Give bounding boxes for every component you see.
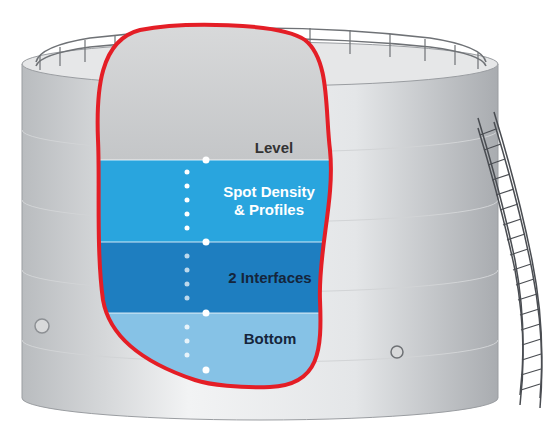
bottom-band: Bottom (218, 313, 322, 365)
band-label: Level (255, 139, 293, 157)
level-band: Level (218, 30, 330, 160)
interfaces-band: 2 Interfaces (218, 242, 322, 313)
band-label: 2 Interfaces (228, 269, 311, 287)
density-band: Spot Density & Profiles (214, 160, 324, 242)
band-label: Bottom (244, 330, 297, 348)
band-label: Spot Density & Profiles (219, 183, 319, 219)
